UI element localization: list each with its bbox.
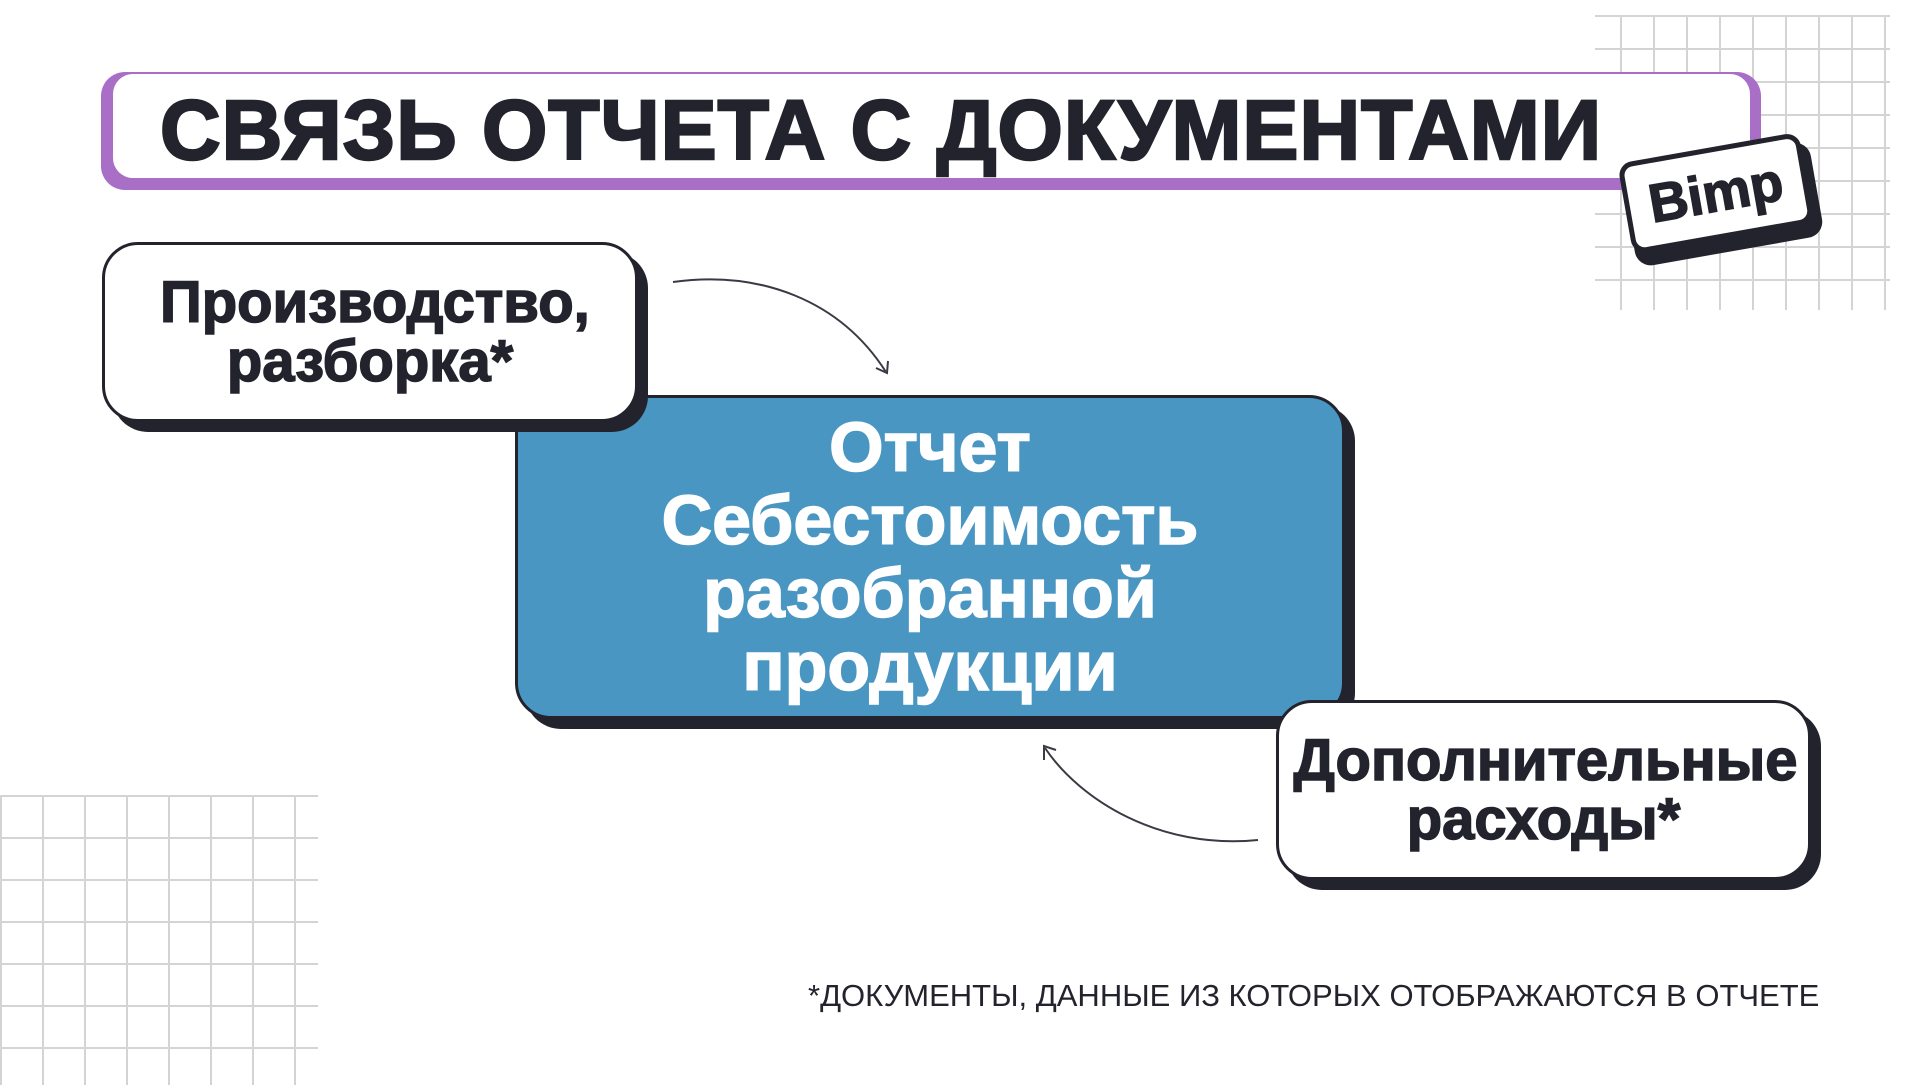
report-title-line: Отчет <box>828 408 1031 487</box>
report-card: Отчет Себестоимость разобранной продукци… <box>515 395 1355 729</box>
arrow-production-to-report <box>672 278 889 375</box>
decorative-grid-bottom-left <box>0 795 318 1085</box>
report-title-line: продукции <box>742 626 1119 705</box>
document-card-production: Производство, разборка* <box>102 242 648 432</box>
footnote: *ДОКУМЕНТЫ, ДАННЫЕ ИЗ КОТОРЫХ ОТОБРАЖАЮТ… <box>808 978 1820 1013</box>
page-title: СВЯЗЬ ОТЧЕТА С ДОКУМЕНТАМИ <box>159 82 1603 179</box>
report-title-line: разобранной <box>702 554 1157 632</box>
arrow-expenses-to-report <box>1043 744 1259 843</box>
report-title-line: Себестоимость <box>661 481 1199 560</box>
document-label: Дополнительные расходы* <box>1293 727 1799 852</box>
document-label: Производство, разборка* <box>159 269 590 394</box>
title-frame <box>113 74 1750 178</box>
document-card-expenses: Дополнительные расходы* <box>1276 700 1821 890</box>
